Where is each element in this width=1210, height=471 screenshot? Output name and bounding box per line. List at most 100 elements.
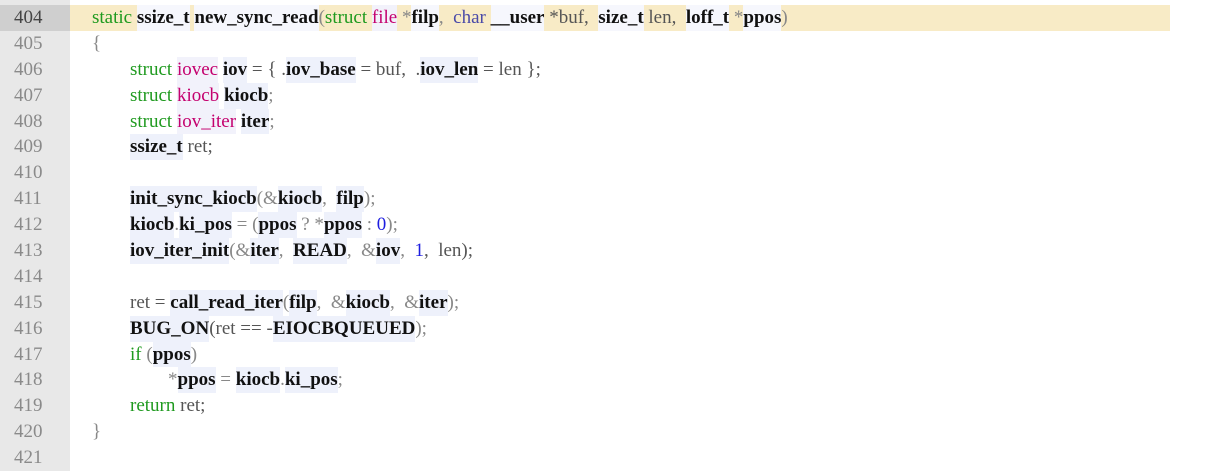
- code-content: struct iovec iov = { .iov_base = buf, .i…: [92, 56, 541, 83]
- code-text: [92, 83, 130, 109]
- code-content: BUG_ON(ret == -EIOCBQUEUED);: [92, 315, 427, 342]
- punctuation: ,: [438, 7, 454, 28]
- code-content: init_sync_kiocb(&kiocb, filp);: [92, 186, 376, 213]
- identifier: kiocb: [223, 82, 269, 109]
- code-text: ret =: [130, 291, 171, 313]
- identifier: filp: [289, 289, 317, 316]
- identifier: iov: [375, 238, 401, 264]
- code-text: [92, 57, 130, 83]
- code-line[interactable]: 409 ssize_t ret;: [0, 134, 1210, 161]
- line-number: 407: [0, 82, 70, 109]
- identifier: call_read_iter: [170, 289, 283, 316]
- line-number: 404: [0, 5, 70, 31]
- code-text: = buf, .: [355, 58, 421, 80]
- code-line[interactable]: 408 struct iov_iter iter;: [0, 108, 1210, 135]
- punctuation: *: [397, 7, 412, 28]
- code-line[interactable]: 420}: [0, 419, 1210, 446]
- code-text: [92, 134, 130, 160]
- line-number: 410: [0, 160, 70, 187]
- identifier: iov_base: [286, 56, 356, 83]
- identifier: kiocb: [130, 212, 175, 239]
- keyword: static: [92, 7, 137, 28]
- code-line[interactable]: 419 return ret;: [0, 393, 1210, 420]
- code-line[interactable]: 417 if (ppos): [0, 341, 1210, 368]
- identifier: iter: [419, 289, 448, 316]
- identifier: ppos: [743, 5, 782, 31]
- identifier: loff_t: [685, 5, 730, 31]
- punctuation: , &: [316, 291, 346, 313]
- punctuation: (: [318, 7, 325, 28]
- code-line[interactable]: 416 BUG_ON(ret == -EIOCBQUEUED);: [0, 315, 1210, 342]
- line-number: 414: [0, 263, 70, 290]
- identifier: kiocb: [345, 289, 390, 316]
- code-line[interactable]: 415 ret = call_read_iter(filp, &kiocb, &…: [0, 289, 1210, 316]
- code-line[interactable]: 418 *ppos = kiocb.ki_pos;: [0, 367, 1210, 394]
- punctuation: (: [282, 291, 290, 313]
- punctuation: ): [190, 343, 198, 365]
- line-number: 411: [0, 186, 70, 213]
- code-line[interactable]: 411 init_sync_kiocb(&kiocb, filp);: [0, 186, 1210, 213]
- identifier: ppos: [152, 341, 191, 368]
- punctuation: ;: [269, 110, 275, 132]
- punctuation: );: [415, 317, 427, 339]
- identifier: ppos: [323, 212, 362, 239]
- code-content: struct iov_iter iter;: [92, 108, 275, 135]
- identifier: iov_len: [420, 56, 479, 83]
- line-number: 406: [0, 56, 70, 83]
- code-content: {: [92, 31, 101, 57]
- code-text: , len);: [423, 240, 474, 262]
- code-text: (ret == -: [209, 317, 273, 339]
- identifier: ki_pos: [179, 212, 232, 239]
- line-number: 408: [0, 108, 70, 135]
- code-line[interactable]: 412 kiocb.ki_pos = (ppos ? *ppos : 0);: [0, 212, 1210, 239]
- punctuation: );: [447, 291, 460, 313]
- code-text: len,: [643, 7, 686, 28]
- punctuation: :: [361, 214, 377, 236]
- line-number: 405: [0, 30, 70, 57]
- punctuation: ;: [268, 84, 274, 106]
- punctuation: .: [174, 214, 180, 236]
- punctuation: (: [146, 343, 153, 365]
- punctuation: ): [781, 7, 788, 28]
- code-line[interactable]: 410: [0, 160, 1210, 187]
- code-text: [92, 316, 130, 342]
- punctuation: );: [363, 188, 376, 210]
- number-literal: 1: [414, 240, 424, 262]
- code-line[interactable]: 405 {: [0, 30, 1210, 57]
- punctuation: {: [92, 32, 102, 54]
- code-line[interactable]: 406 struct iovec iov = { .iov_base = buf…: [0, 56, 1210, 83]
- line-number: 418: [0, 367, 70, 394]
- punctuation: =: [215, 369, 236, 391]
- code-text: [92, 393, 130, 419]
- identifier: size_t: [598, 5, 644, 31]
- identifier: iov: [222, 56, 248, 83]
- punctuation: (&: [229, 240, 251, 262]
- keyword: struct: [130, 58, 177, 80]
- code-text: [92, 238, 130, 264]
- identifier: iter: [250, 238, 279, 264]
- identifier: ppos: [177, 367, 216, 394]
- line-number: 409: [0, 134, 70, 161]
- identifier: kiocb: [235, 367, 281, 394]
- identifier: kiocb: [277, 186, 323, 213]
- code-text: = len };: [478, 58, 541, 80]
- code-content: ssize_t ret;: [92, 134, 213, 161]
- code-content: iov_iter_init(&iter, READ, &iov, 1, len)…: [92, 238, 473, 264]
- code-line[interactable]: 413 iov_iter_init(&iter, READ, &iov, 1, …: [0, 238, 1210, 264]
- code-line[interactable]: 407 struct kiocb kiocb;: [0, 82, 1210, 109]
- identifier: EIOCBQUEUED: [272, 315, 416, 342]
- code-line[interactable]: 414: [0, 263, 1210, 290]
- line-number: 420: [0, 419, 70, 446]
- code-text: = { .: [247, 58, 286, 80]
- code-line[interactable]: 421: [0, 445, 1210, 471]
- punctuation: ;: [337, 369, 343, 391]
- keyword: if: [130, 343, 147, 365]
- identifier: filp: [411, 5, 439, 31]
- line-number: 421: [0, 445, 70, 471]
- identifier: ki_pos: [284, 367, 338, 394]
- char-keyword: char: [453, 7, 491, 28]
- punctuation: }: [92, 421, 102, 443]
- code-content: return ret;: [92, 393, 205, 419]
